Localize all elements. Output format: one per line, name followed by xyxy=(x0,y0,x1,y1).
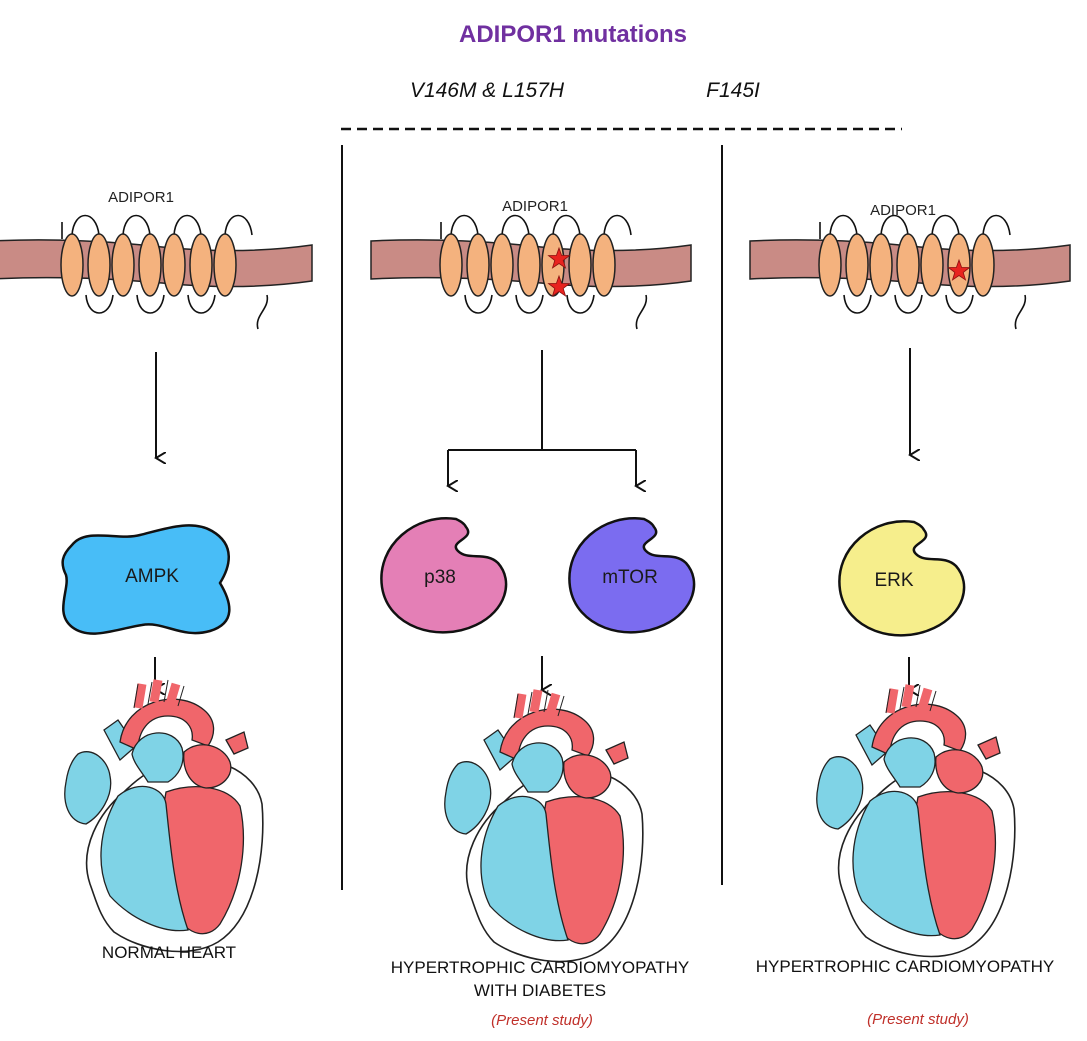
ampk-kinase: AMPK xyxy=(61,524,231,635)
mutation-label-v146m-l157h: V146M & L157H xyxy=(410,79,565,102)
receptor-label: ADIPOR1 xyxy=(870,202,936,219)
outcome-hcm: HYPERTROPHIC CARDIOMYOPATHY xyxy=(756,957,1054,976)
outcome-normal-heart: NORMAL HEART xyxy=(102,943,236,962)
kinase-label-mtor: mTOR xyxy=(602,567,658,588)
panel-normal: ADIPOR1 AMPK NORMAL HEART xyxy=(0,189,313,962)
arrow-branch-stem xyxy=(448,350,636,451)
kinase-label-erk: ERK xyxy=(874,570,913,591)
heart-hcm xyxy=(817,685,1015,956)
receptor-label: ADIPOR1 xyxy=(108,189,174,206)
diagram-title: ADIPOR1 mutations xyxy=(459,21,687,48)
adipor1-receptor-mutant xyxy=(370,214,692,330)
receptor-label: ADIPOR1 xyxy=(502,198,568,215)
kinase-label-p38: p38 xyxy=(424,567,456,588)
erk-kinase: ERK xyxy=(838,520,966,637)
present-study-note: (Present study) xyxy=(491,1012,593,1029)
heart-hcm-diabetes xyxy=(445,690,643,961)
mutation-label-f145i: F145I xyxy=(706,79,760,102)
outcome-hcm-diabetes-line1: HYPERTROPHIC CARDIOMYOPATHY xyxy=(391,958,689,977)
panel-v146m-l157h: ADIPOR1 p38 mTOR HYPERTROPHIC CARDIOMYOP… xyxy=(370,198,696,1029)
adipor1-receptor xyxy=(0,214,313,330)
panel-f145i: ADIPOR1 ERK HYPERTROPHIC CARDIOMYOPATHY … xyxy=(749,202,1071,1028)
kinase-label-ampk: AMPK xyxy=(125,566,179,587)
mtor-kinase: mTOR xyxy=(568,517,696,634)
heart-normal xyxy=(65,680,263,951)
p38-kinase: p38 xyxy=(380,517,508,634)
outcome-hcm-diabetes-line2: WITH DIABETES xyxy=(474,981,606,1000)
adipor1-receptor-mutant xyxy=(749,214,1071,330)
present-study-note: (Present study) xyxy=(867,1011,969,1028)
